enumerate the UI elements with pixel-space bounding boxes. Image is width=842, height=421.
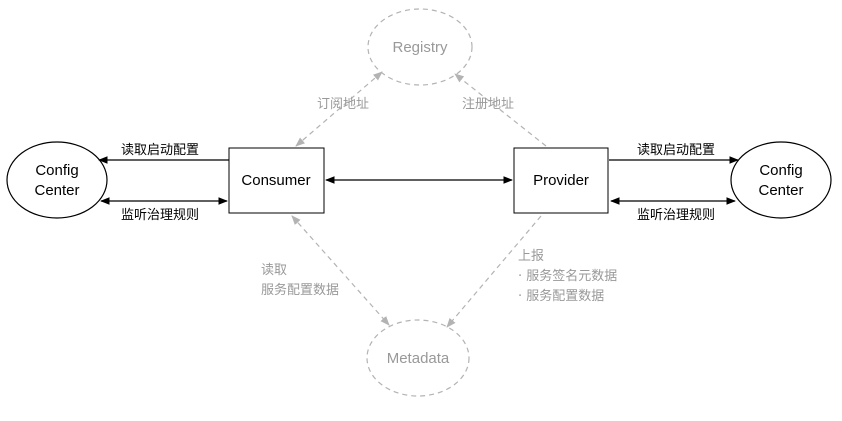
metadata-node: Metadata (366, 319, 470, 397)
config-center-right-node: Config Center (730, 141, 832, 219)
provider-report-title: 上报 (518, 249, 544, 264)
provider-report-item1: · 服务签名元数据 (518, 268, 617, 284)
config-right-label-line2: Center (758, 182, 803, 199)
consumer-label: Consumer (241, 172, 310, 189)
consumer-metadata-edge (291, 215, 390, 326)
left-watch-rules-label: 监听治理规则 (121, 208, 199, 223)
provider-report-item2: · 服务配置数据 (518, 288, 604, 304)
metadata-label: Metadata (387, 350, 450, 367)
provider-label: Provider (533, 172, 589, 189)
consumer-read-label-line1: 读取 (261, 263, 287, 278)
consumer-read-label-line2: 服务配置数据 (261, 282, 339, 298)
config-center-left-node: Config Center (6, 141, 108, 219)
right-watch-rules-label: 监听治理规则 (637, 208, 715, 223)
subscribe-label: 订阅地址 (317, 97, 369, 112)
consumer-registry-edge (295, 71, 383, 147)
config-left-label-line1: Config (35, 162, 78, 179)
register-label: 注册地址 (462, 97, 514, 112)
registry-node: Registry (367, 8, 473, 86)
provider-metadata-edge (446, 215, 542, 328)
config-left-label-line2: Center (34, 182, 79, 199)
provider-registry-edge (454, 73, 547, 147)
registry-label: Registry (392, 39, 448, 56)
provider-node: Provider (513, 147, 609, 214)
config-right-label-line1: Config (759, 162, 802, 179)
left-read-config-label: 读取启动配置 (121, 143, 199, 158)
right-read-config-label: 读取启动配置 (637, 143, 715, 158)
consumer-node: Consumer (228, 147, 325, 214)
